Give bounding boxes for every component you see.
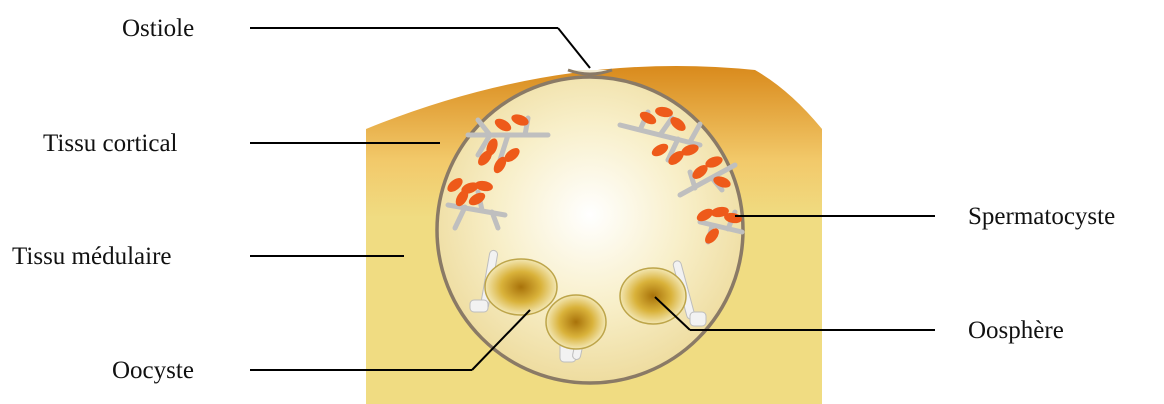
label-oosphere: Oosphère [968,317,1064,344]
oogonium-left [485,259,557,315]
ostiole-opening [568,70,612,74]
oogonium-middle [546,295,606,349]
label-tissu-medulaire: Tissu médulaire [12,243,172,270]
label-oocyste: Oocyste [112,357,194,384]
label-tissu-cortical: Tissu cortical [43,130,178,157]
label-ostiole: Ostiole [122,15,194,42]
leader-ostiole-diagonal [558,28,590,68]
label-spermatocyste: Spermatocyste [968,203,1115,230]
